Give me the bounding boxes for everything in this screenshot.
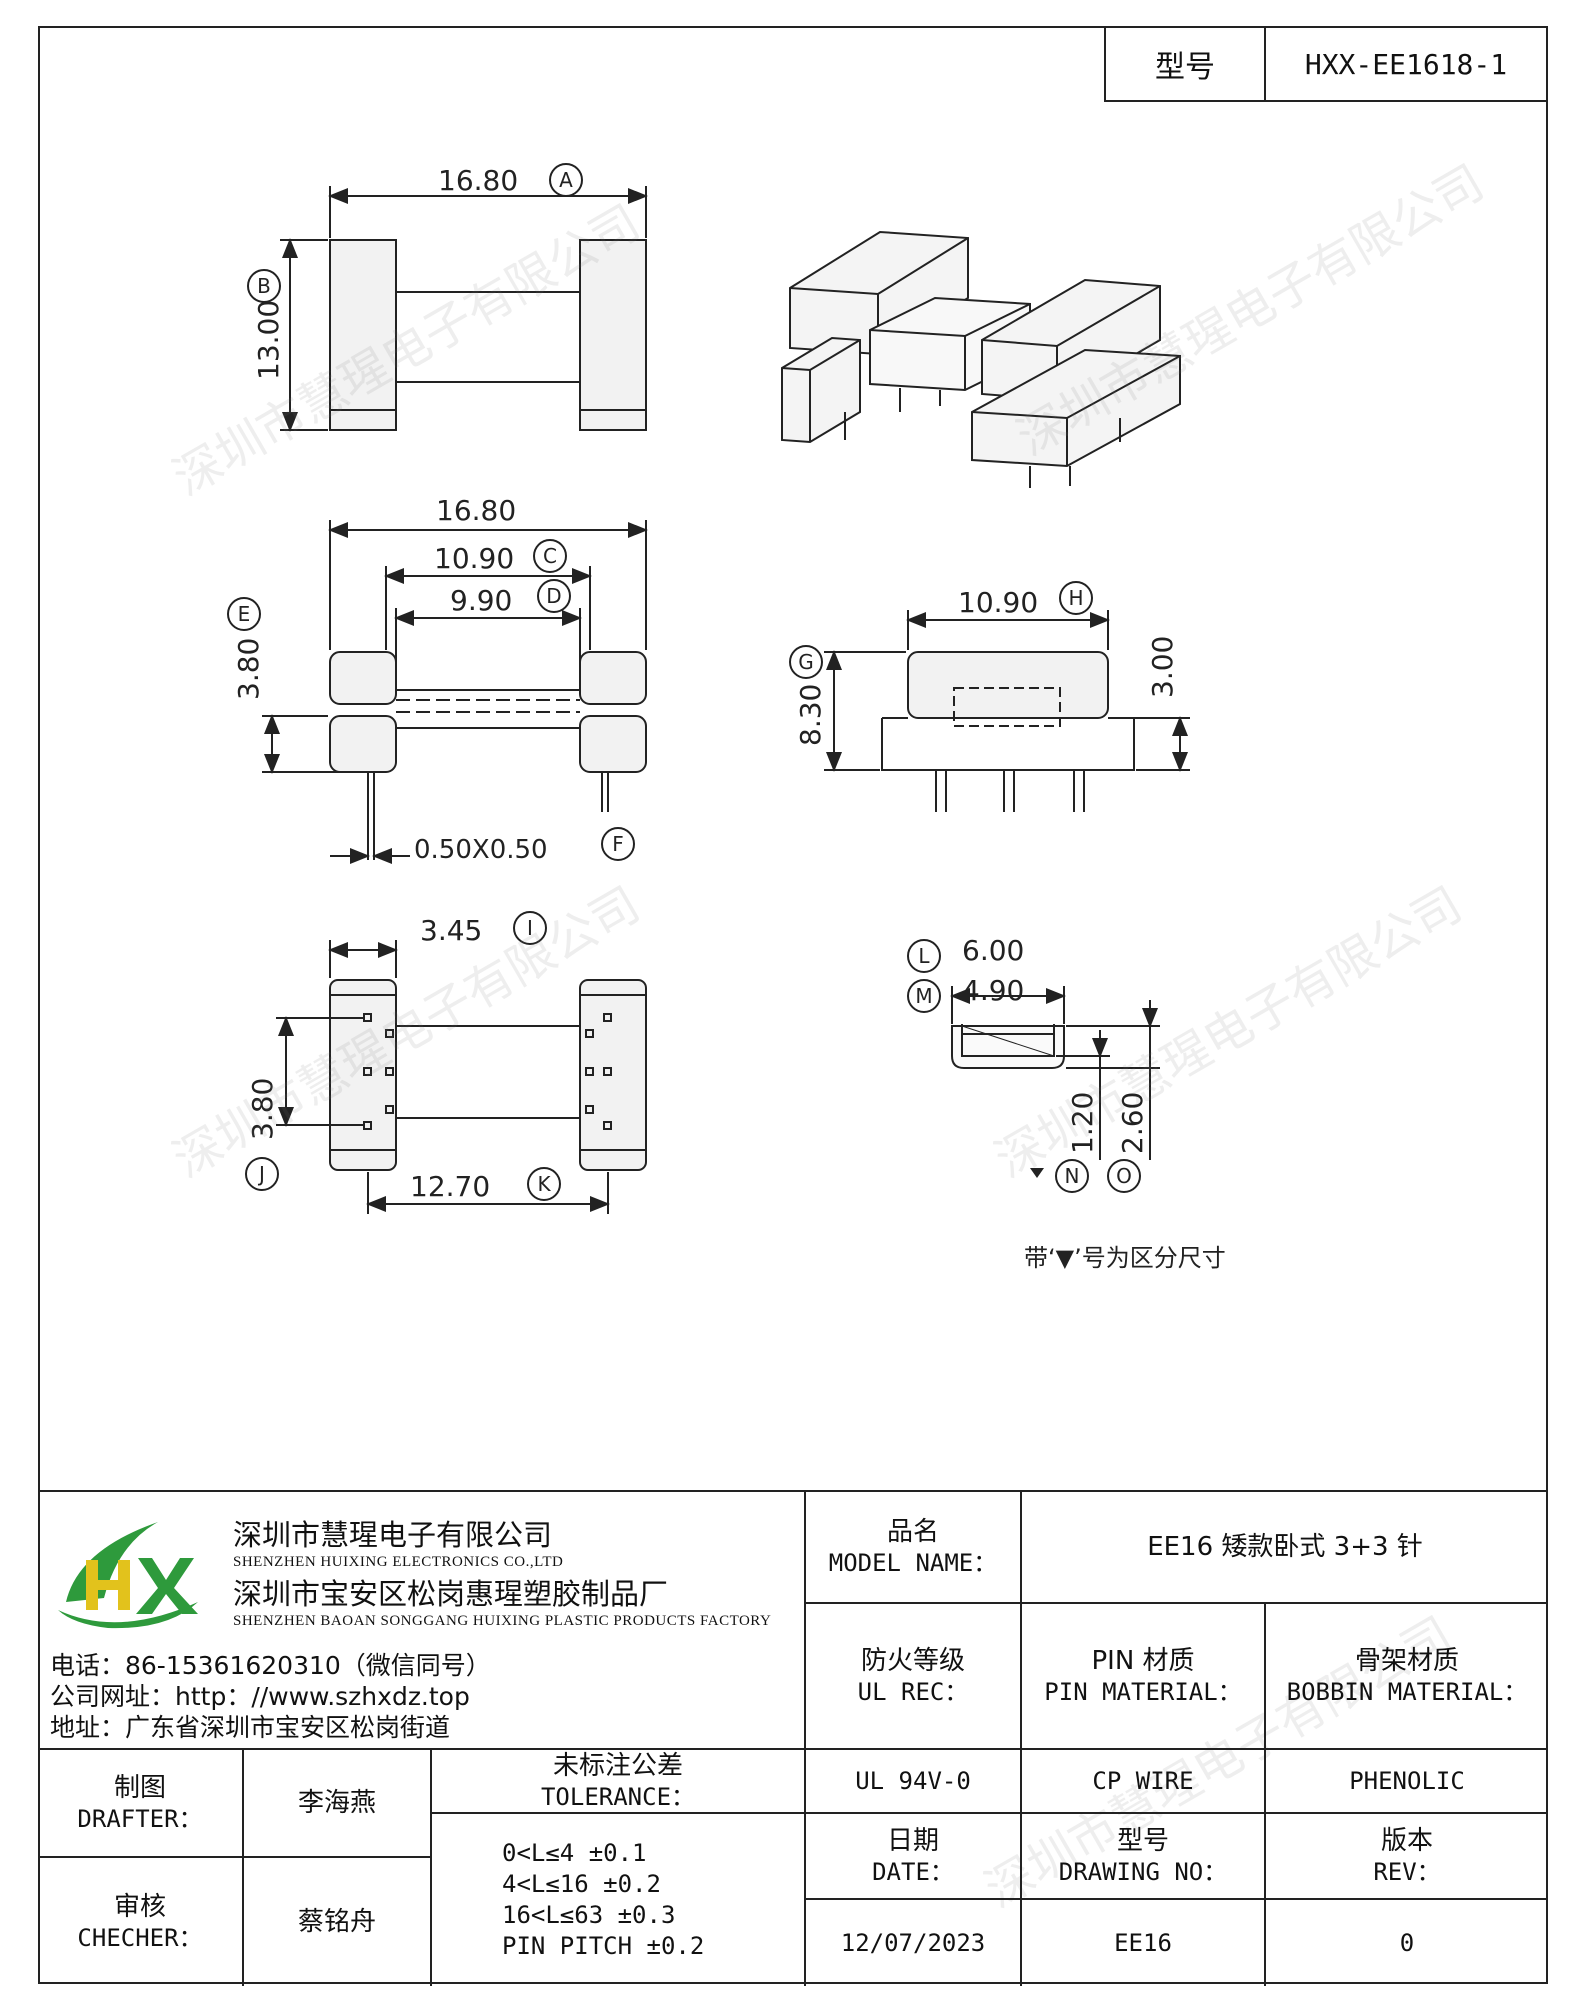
circle-letter-M: M — [915, 984, 932, 1008]
tolerance-values: 0<L≤4 ±0.1 4<L≤16 ±0.2 16<L≤63 ±0.3 PIN … — [430, 1812, 804, 1986]
website: 公司网址：http：//www.szhxdz.top — [50, 1682, 470, 1711]
circle-letter-H: H — [1068, 586, 1083, 610]
model-value: HXX-EE1618-1 — [1304, 47, 1508, 81]
bobbin-material-value: PHENOLIC — [1264, 1748, 1548, 1812]
company-name-cn: 深圳市慧瑆电子有限公司 — [233, 1518, 553, 1552]
company-name-en: SHENZHEN HUIXING ELECTRONICS CO.,LTD — [233, 1554, 564, 1570]
dim-E-value: 3.80 — [232, 638, 265, 700]
circle-letter-B: B — [257, 274, 271, 298]
dim-M-value: 4.90 — [962, 974, 1024, 1007]
circle-letter-C: C — [543, 544, 557, 568]
tolerance-line: 4<L≤16 ±0.2 — [502, 1870, 661, 1898]
dim-front-overall: 16.80 — [436, 494, 516, 527]
phone: 电话：86-15361620310（微信同号） — [50, 1651, 491, 1680]
circle-letter-A: A — [559, 168, 573, 192]
distinguish-note: 带‘▼’号为区分尺寸 — [1024, 1244, 1226, 1272]
drafter-value: 李海燕 — [242, 1748, 430, 1856]
hx-logo — [58, 1522, 198, 1629]
dim-H-value: 10.90 — [958, 586, 1038, 619]
circle-letter-J: J — [257, 1162, 265, 1186]
dim-C-value: 10.90 — [434, 542, 514, 575]
contact-info: 电话：86-15361620310（微信同号） 公司网址：http：//www.… — [50, 1650, 491, 1743]
marker-triangle-icon — [1030, 1168, 1044, 1178]
tolerance-line: 0<L≤4 ±0.1 — [502, 1839, 647, 1867]
circle-letter-N: N — [1065, 1164, 1080, 1188]
dim-G-value: 8.30 — [794, 684, 827, 746]
dim-J-value: 3.80 — [246, 1078, 279, 1140]
factory-name-en: SHENZHEN BAOAN SONGGANG HUIXING PLASTIC … — [233, 1613, 772, 1629]
dim-N-value: 1.20 — [1066, 1092, 1099, 1154]
circle-letter-E: E — [238, 602, 251, 626]
model-label: 型号 — [1106, 28, 1266, 100]
date-value: 12/07/2023 — [804, 1898, 1020, 1986]
dim-B-value: 13.00 — [252, 300, 285, 380]
dim-L-value: 6.00 — [962, 934, 1024, 967]
model-number-box: 型号 HXX-EE1618-1 — [1104, 26, 1548, 102]
circle-letter-F: F — [612, 832, 624, 856]
drawing-frame — [38, 26, 1548, 1984]
circle-letter-I: I — [527, 916, 533, 940]
title-block: 深圳市慧瑆电子有限公司 SHENZHEN HUIXING ELECTRONICS… — [38, 1490, 1548, 1986]
dim-side-height: 3.00 — [1146, 636, 1179, 698]
dim-F-value: 0.50X0.50 — [414, 835, 548, 865]
rev-value: 0 — [1264, 1898, 1548, 1986]
technical-drawing: 16.80 13.00 16.80 10.90 9.90 3.80 0.50X0… — [227, 163, 1226, 1272]
drawing-no-value: EE16 — [1020, 1898, 1264, 1986]
tolerance-line: 16<L≤63 ±0.3 — [502, 1901, 676, 1929]
tolerance-line: PIN PITCH ±0.2 — [502, 1932, 705, 1960]
address: 地址：广东省深圳市宝安区松岗街道 — [50, 1713, 451, 1742]
circle-letter-O: O — [1116, 1164, 1132, 1188]
model-name-value: EE16 矮款卧式 3+3 针 — [1020, 1492, 1548, 1602]
dim-A-value: 16.80 — [438, 164, 518, 197]
dim-O-value: 2.60 — [1116, 1092, 1149, 1154]
dim-D-value: 9.90 — [450, 584, 512, 617]
circle-letter-L: L — [918, 944, 930, 968]
dim-I-value: 3.45 — [420, 914, 482, 947]
company-names: 深圳市慧瑆电子有限公司 SHENZHEN HUIXING ELECTRONICS… — [233, 1512, 771, 1630]
dim-K-value: 12.70 — [410, 1170, 490, 1203]
ul-rec-value: UL 94V-0 — [804, 1748, 1020, 1812]
circle-letter-G: G — [798, 650, 814, 674]
factory-name-cn: 深圳市宝安区松岗惠瑆塑胶制品厂 — [233, 1577, 669, 1611]
checker-value: 蔡铭舟 — [242, 1856, 430, 1986]
circle-letter-D: D — [546, 584, 561, 608]
pin-material-value: CP WIRE — [1020, 1748, 1264, 1812]
circle-letter-K: K — [537, 1172, 551, 1196]
